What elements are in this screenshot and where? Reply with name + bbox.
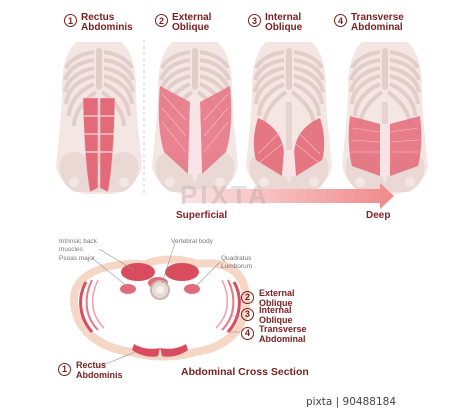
legend-number: 1 (58, 363, 71, 376)
heading-line2: Abdominal (351, 22, 403, 33)
panel-heading-transverse-abdominal: 4 Transverse Abdominal (334, 13, 404, 33)
callout-line2: muscles (59, 245, 83, 253)
heading-line1: External (172, 12, 212, 23)
depth-arrow (182, 183, 394, 209)
legend-lines (95, 295, 240, 369)
heading-line2: Oblique (172, 22, 210, 33)
heading-number: 1 (64, 14, 77, 27)
legend-transverse-abdominal: 4 Transverse Abdominal (241, 324, 307, 344)
legend-line2: Abdominal (259, 333, 306, 344)
callout-line1: Quadratus (221, 255, 252, 262)
torso-transverse-abdominal (340, 40, 430, 196)
legend-rectus-abdominis: 1 Rectus Abdominis (58, 360, 123, 380)
callout-line2: Lumborum (221, 262, 253, 270)
panel-heading-external-oblique: 2 External Oblique (155, 13, 211, 33)
heading-line2: Abdominis (81, 22, 133, 33)
legend-external-oblique: 2 External Oblique (241, 288, 295, 308)
panel-heading-rectus-abdominis: 1 Rectus Abdominis (64, 13, 133, 33)
callout-lines (91, 242, 221, 288)
heading-line1: Rectus (81, 12, 115, 23)
legend-line1: Internal (259, 305, 292, 315)
legend-line1: External (259, 288, 295, 298)
callout-line1: Intrinsic back (59, 238, 97, 245)
callout-vertebral-body: Vertebral body (171, 238, 213, 245)
panel-heading-internal-oblique: 3 Internal Oblique (248, 13, 302, 33)
heading-line2: Oblique (265, 22, 303, 33)
legend-number: 4 (241, 327, 254, 340)
legend-line2: Abdominis (76, 369, 123, 380)
superficial-label: Superficial (176, 210, 228, 221)
heading-number: 3 (248, 14, 261, 27)
watermark: PIXTA (180, 180, 270, 210)
callout-intrinsic-back-muscles: Intrinsic back muscles (59, 238, 97, 253)
heading-line1: Internal (265, 12, 302, 23)
heading-line1: Transverse (351, 12, 404, 23)
legend-internal-oblique: 3 Internal Oblique (241, 305, 293, 325)
legend-line1: Transverse (259, 324, 307, 334)
callout-quadratus-lumborum: Quadratus Lumborum (221, 255, 252, 270)
legend-line1: Rectus (76, 360, 107, 370)
callout-psoas-major: Psoas major (59, 255, 96, 262)
torso-rectus-abdominis (54, 40, 144, 196)
torso-external-oblique (150, 40, 240, 196)
legend-number: 2 (241, 291, 254, 304)
torso-internal-oblique (244, 40, 334, 196)
legend-line2: Oblique (259, 314, 293, 325)
legend-number: 3 (241, 308, 254, 321)
heading-number: 4 (334, 14, 347, 27)
legend-line2: Oblique (259, 297, 293, 308)
heading-number: 2 (155, 14, 168, 27)
stock-id: pixta | 90488184 (306, 396, 397, 408)
cross-section-figure (70, 255, 250, 361)
deep-label: Deep (366, 210, 391, 221)
cross-section-title: Abdominal Cross Section (181, 366, 309, 378)
